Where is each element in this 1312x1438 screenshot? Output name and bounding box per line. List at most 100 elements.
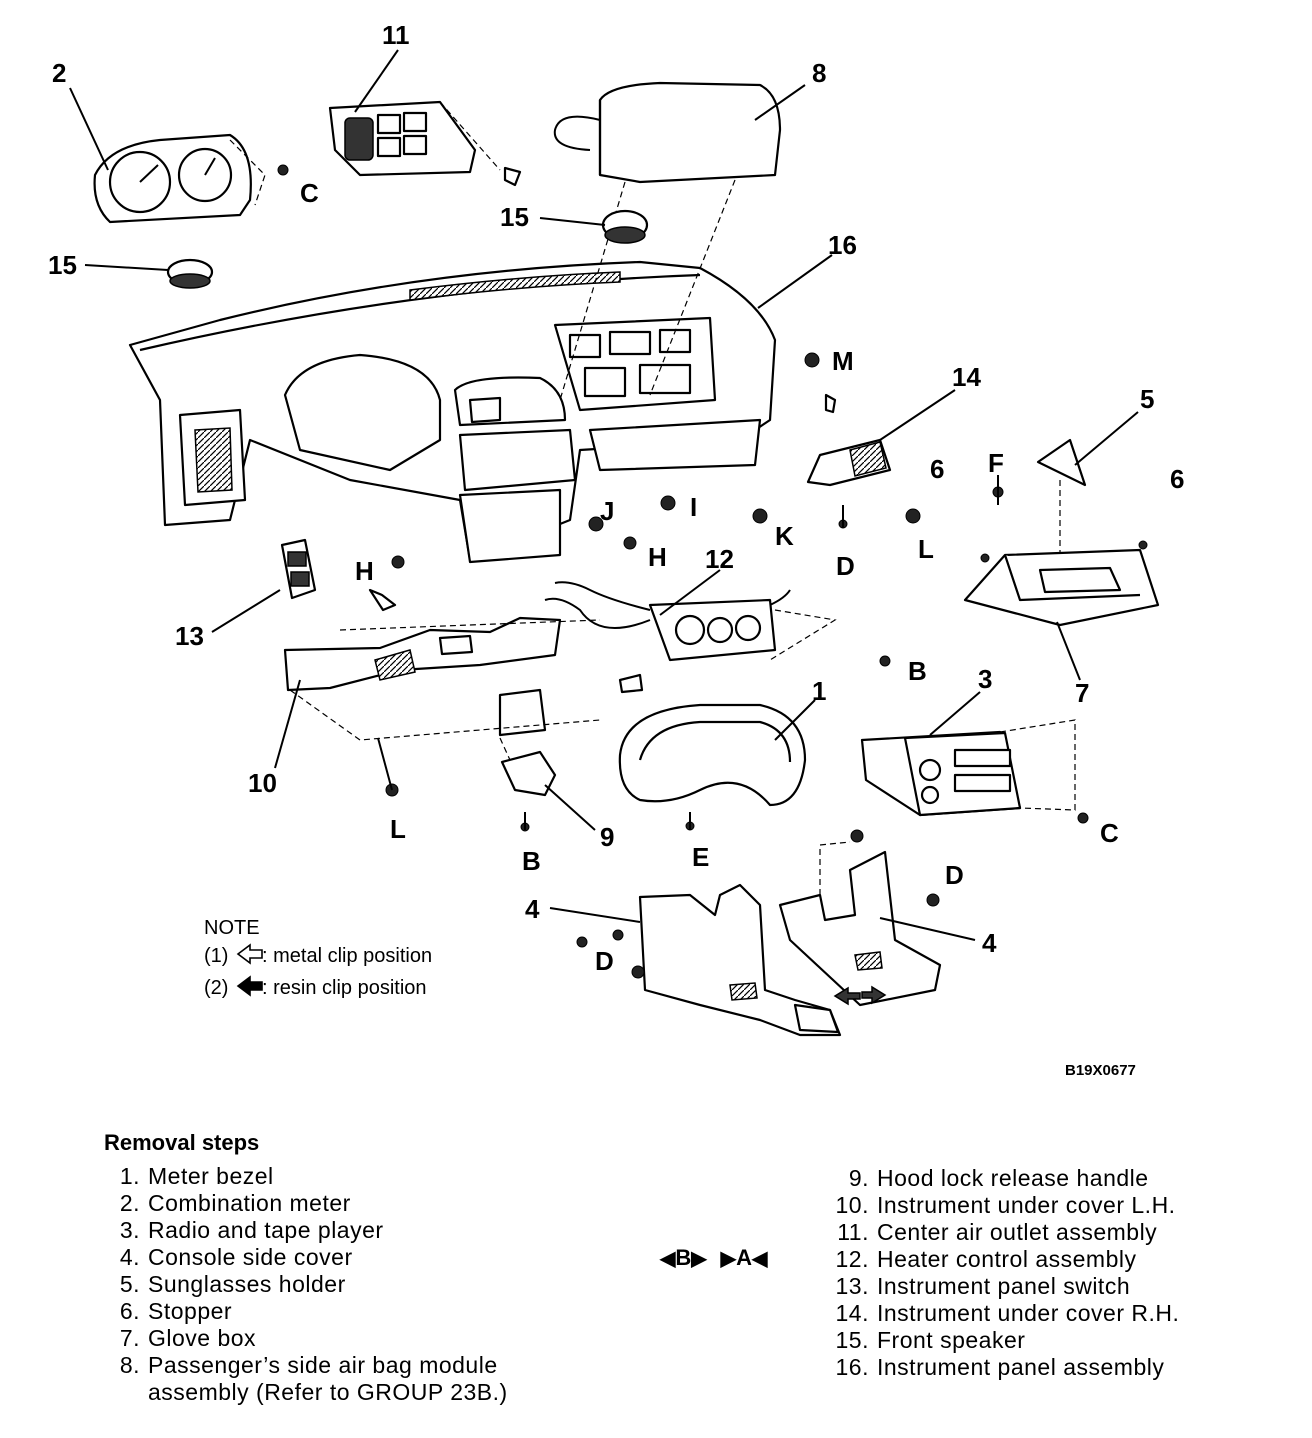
fastener-c-top: C xyxy=(300,178,319,208)
removal-step-number: 6. xyxy=(119,1298,140,1324)
fastener-h-left: H xyxy=(355,556,374,586)
removal-step: 11. Center air outlet assembly xyxy=(833,1219,1179,1246)
removal-steps-title: Removal steps xyxy=(104,1130,260,1155)
removal-step-number: 4. xyxy=(119,1244,140,1270)
hood-lock-release-handle xyxy=(499,737,557,797)
removal-step-number: 8. xyxy=(119,1352,140,1378)
removal-step-number: 9. xyxy=(848,1165,869,1191)
fastener-i: I xyxy=(690,492,697,522)
callout-6a: 6 xyxy=(930,454,944,484)
removal-step: 1. Meter bezel xyxy=(104,1163,508,1190)
removal-step-text: Meter bezel xyxy=(148,1163,274,1189)
fastener-b-right: B xyxy=(908,656,927,686)
figure-code: B19X0677 xyxy=(1065,1062,1136,1079)
removal-step-text: Instrument under cover R.H. xyxy=(877,1300,1180,1326)
callout-2: 2 xyxy=(52,58,66,88)
right-triangle-icon: ▶ xyxy=(691,1247,707,1270)
removal-step-text: Heater control assembly xyxy=(877,1246,1137,1272)
removal-step-number: 11. xyxy=(837,1219,869,1245)
removal-step: 4. Console side cover xyxy=(104,1244,508,1271)
metal-clip-arrow-icon xyxy=(236,943,263,965)
console-side-cover-left xyxy=(638,883,842,1037)
removal-step: 16. Instrument panel assembly xyxy=(833,1354,1179,1381)
callout-12: 12 xyxy=(705,544,734,574)
removal-step-text: Radio and tape player xyxy=(148,1217,384,1243)
instrument-under-cover-lh xyxy=(283,616,644,741)
callout-10: 10 xyxy=(248,768,277,798)
note-item1-text: : metal clip position xyxy=(262,945,432,967)
removal-step: 7. Glove box xyxy=(104,1325,508,1352)
removal-step-number: 1. xyxy=(119,1163,140,1189)
resin-clip-arrow-icon xyxy=(236,975,263,997)
fasteners xyxy=(277,164,1089,979)
removal-step: 15.Front speaker xyxy=(833,1327,1179,1354)
indicator-b: ◀B▶ xyxy=(660,1245,707,1271)
radio-and-tape-player xyxy=(860,719,1076,817)
removal-step-text: Glove box xyxy=(148,1325,257,1351)
fastener-d-bottom: D xyxy=(595,946,614,976)
exploded-view-diagram: 2 11 8 15 15 16 14 5 6 6 12 13 1 3 7 10 … xyxy=(48,20,1184,1079)
callout-6b: 6 xyxy=(1170,464,1184,494)
left-triangle-icon: ◀ xyxy=(660,1247,676,1270)
fastener-c-right: C xyxy=(1100,818,1119,848)
passenger-air-bag-module xyxy=(553,81,782,401)
fastener-l-right: L xyxy=(918,534,934,564)
center-air-outlet-assembly xyxy=(328,100,522,187)
removal-step: 6. Stopper xyxy=(104,1298,508,1325)
service-point-indicators: ◀B▶ ▶A◀ xyxy=(660,1245,767,1271)
indicator-b-label: B xyxy=(675,1245,692,1270)
callout-7: 7 xyxy=(1075,678,1089,708)
meter-bezel xyxy=(618,703,807,807)
removal-step-number: 16. xyxy=(835,1354,869,1380)
removal-step-text: Instrument panel switch xyxy=(877,1273,1131,1299)
removal-step-text: Stopper xyxy=(148,1298,233,1324)
callout-1: 1 xyxy=(812,676,826,706)
removal-step: 10.Instrument under cover L.H. xyxy=(833,1192,1179,1219)
removal-step-number: 2. xyxy=(119,1190,140,1216)
fastener-k: K xyxy=(775,521,794,551)
callout-4b: 4 xyxy=(982,928,997,958)
removal-step-text: Center air outlet assembly xyxy=(877,1219,1158,1245)
removal-step-number: 7. xyxy=(119,1325,140,1351)
removal-step-number: 14. xyxy=(835,1300,869,1326)
removal-step-text: Hood lock release handle xyxy=(877,1165,1149,1191)
removal-step: 8.Passenger’s side air bag module assemb… xyxy=(104,1352,508,1406)
removal-step-text: Console side cover xyxy=(148,1244,353,1270)
fastener-d-right: D xyxy=(945,860,964,890)
note-item2-prefix: (2) xyxy=(204,977,228,999)
removal-step-text: Instrument under cover L.H. xyxy=(877,1192,1176,1218)
fastener-f: F xyxy=(988,448,1004,478)
removal-steps: Removal steps 1. Meter bezel 2. Combination… xyxy=(0,1125,1312,1425)
right-triangle-icon: ▶ xyxy=(720,1247,737,1270)
callout-11: 11 xyxy=(382,20,410,50)
instrument-under-cover-rh xyxy=(806,393,892,487)
removal-step-number: 15. xyxy=(835,1327,869,1353)
removal-step: 2. Combination meter xyxy=(104,1190,508,1217)
removal-step-number: 5. xyxy=(119,1271,140,1297)
instrument-panel-assembly xyxy=(128,260,777,564)
fastener-h-right: H xyxy=(648,542,667,572)
removal-step: 3.Radio and tape player xyxy=(104,1217,508,1244)
removal-step: 12.Heater control assembly xyxy=(833,1246,1179,1273)
callout-14: 14 xyxy=(952,362,981,392)
front-speaker-left xyxy=(166,258,214,289)
callout-3: 3 xyxy=(978,664,992,694)
removal-step-text: Sunglasses holder xyxy=(148,1271,346,1297)
indicator-a-label: A xyxy=(736,1245,752,1270)
removal-step-text: Combination meter xyxy=(148,1190,351,1216)
removal-step: 9. Hood lock release handle xyxy=(833,1165,1179,1192)
fastener-m: M xyxy=(832,346,854,376)
callout-5: 5 xyxy=(1140,384,1154,414)
callout-16: 16 xyxy=(828,230,857,260)
indicator-a: ▶A◀ xyxy=(721,1245,768,1271)
callout-15b: 15 xyxy=(48,250,77,280)
removal-step: 14. Instrument under cover R.H. xyxy=(833,1300,1179,1327)
removal-step-text: Instrument panel assembly xyxy=(877,1354,1165,1380)
clip-arrows xyxy=(833,985,887,1006)
fastener-e: E xyxy=(692,842,709,872)
removal-step: 5. Sunglasses holder xyxy=(104,1271,508,1298)
fastener-letters: C M F J I K L D H H B C L B E D D xyxy=(300,178,1119,976)
glove-box xyxy=(963,540,1160,627)
